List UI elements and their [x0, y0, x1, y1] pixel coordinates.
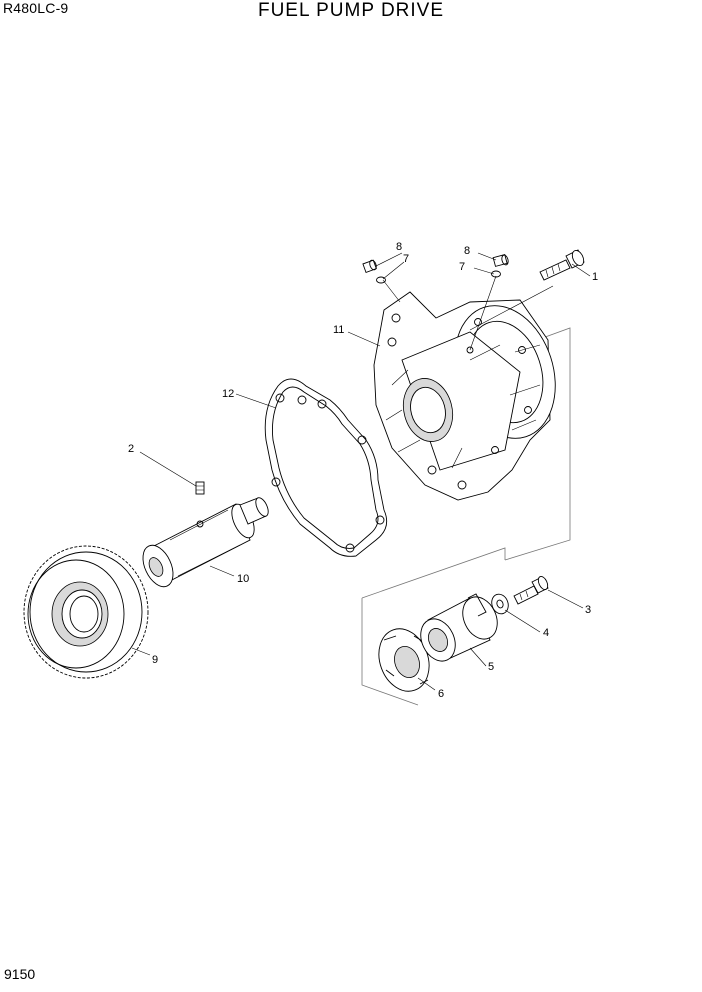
callout-10: 10: [237, 573, 249, 585]
callout-7-left: 7: [403, 253, 409, 265]
model-code: R480LC-9: [3, 0, 69, 16]
gear-part-9: [23, 545, 149, 679]
coupling-disc-part-6: [378, 628, 430, 692]
plug-part-8-left: [362, 259, 377, 273]
plug-part-8-right: [492, 254, 509, 267]
callout-8-right: 8: [464, 245, 470, 257]
set-screw-part-2: [195, 481, 205, 495]
callout-9: 9: [152, 654, 158, 666]
o-ring-part-7-right: [491, 270, 501, 278]
bolt-part-1: [539, 249, 585, 281]
callout-5: 5: [488, 661, 494, 673]
callout-3: 3: [585, 604, 591, 616]
drive-shaft-part-10: [142, 497, 269, 588]
page-title: FUEL PUMP DRIVE: [257, 0, 445, 21]
callout-7-right: 7: [459, 261, 465, 273]
coupling-frame: [361, 547, 506, 706]
gasket-part: [264, 378, 388, 557]
callout-6: 6: [438, 688, 444, 700]
callout-1: 1: [592, 271, 598, 283]
washer-part-4: [491, 593, 509, 615]
pump-housing-part: [373, 291, 556, 501]
coupling-hub-part-5: [420, 593, 498, 662]
callout-8-left: 8: [396, 241, 402, 253]
callout-12: 12: [222, 388, 234, 400]
callout-11: 11: [333, 324, 344, 336]
leader-lines: [131, 252, 591, 691]
callout-4: 4: [543, 627, 549, 639]
callout-2: 2: [128, 443, 134, 455]
page-number: 9150: [4, 966, 36, 982]
bolt-part-3: [513, 575, 549, 605]
o-ring-part-7-left: [376, 276, 386, 284]
